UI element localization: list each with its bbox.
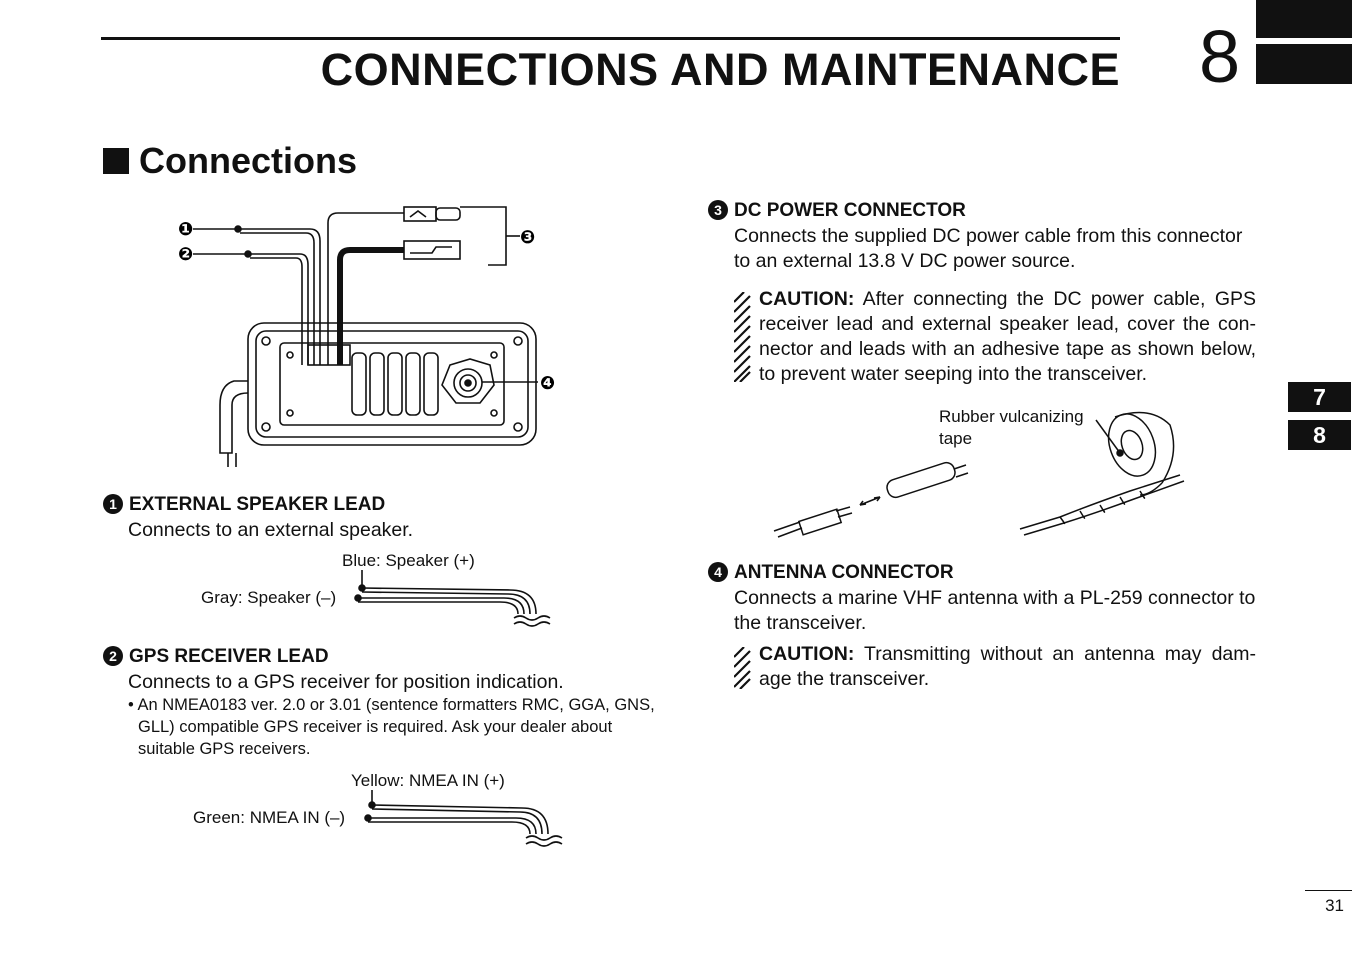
item2-number-icon: 2 <box>103 646 123 666</box>
item2-bullet: • An NMEA0183 ver. 2.0 or 3.01 (sentence… <box>128 696 655 758</box>
item4-caution-text: Transmitting without an antenna may dam-… <box>759 643 1256 690</box>
item2-heading-text: GPS RECEIVER LEAD <box>129 646 329 667</box>
caution-hatch-icon <box>734 647 751 689</box>
item4-heading-text: ANTENNA CONNECTOR <box>734 562 954 583</box>
item3-number-icon: 3 <box>708 200 728 220</box>
tape-label: Rubber vulcanizing tape <box>939 407 1084 448</box>
section-title: Connections <box>103 140 357 182</box>
side-tab-chapter-7: 7 <box>1288 382 1351 412</box>
header-tab-bar-bottom <box>1256 44 1352 84</box>
item4-text: Connects a marine VHF antenna with a PL-… <box>734 587 1256 634</box>
speaker-wire-diagram <box>354 570 551 627</box>
gps-green-label: Green: NMEA IN (–) <box>193 808 346 827</box>
item4-heading: 4 ANTENNA CONNECTOR <box>708 562 954 584</box>
section-title-text: Connections <box>139 140 358 181</box>
speaker-blue-label: Blue: Speaker (+) <box>342 551 475 570</box>
item3-heading-text: DC POWER CONNECTOR <box>734 200 966 221</box>
item3-heading: 3 DC POWER CONNECTOR <box>708 200 966 222</box>
item3-caution-text: After connecting the DC power cable, GPS… <box>759 288 1256 385</box>
item1-heading: 1 EXTERNAL SPEAKER LEAD <box>103 494 385 516</box>
page-number-rule <box>1305 890 1352 891</box>
item1-number-icon: 1 <box>103 494 123 514</box>
gps-yellow-label: Yellow: NMEA IN (+) <box>351 771 505 790</box>
item3-caution: CAUTION: After connecting the DC power c… <box>759 287 1256 387</box>
callout-2-icon: ❷ <box>178 244 193 265</box>
rear-panel-diagram: ❶ ❷ ❸ ❹ <box>178 206 555 467</box>
item1-heading-text: EXTERNAL SPEAKER LEAD <box>129 494 386 515</box>
callout-1-icon: ❶ <box>178 219 193 240</box>
item2-text: Connects to a GPS receiver for position … <box>128 671 564 693</box>
callout-4-icon: ❹ <box>540 373 555 394</box>
caution-hatch-icon <box>734 292 751 382</box>
gps-wire-diagram <box>364 790 563 847</box>
item4-number-icon: 4 <box>708 562 728 582</box>
item4-caution: CAUTION: Transmitting without an antenna… <box>759 642 1256 692</box>
speaker-gray-label: Gray: Speaker (–) <box>201 588 337 607</box>
item3-text: Connects the supplied DC power cable fro… <box>734 225 1243 272</box>
square-bullet-icon <box>103 148 129 174</box>
callout-3-icon: ❸ <box>520 227 535 248</box>
chapter-number: 8 <box>1199 15 1241 98</box>
header-tab-bar-top <box>1256 0 1352 38</box>
item2-heading: 2 GPS RECEIVER LEAD <box>103 646 329 668</box>
side-tab-chapter-8: 8 <box>1288 420 1351 450</box>
item3-caution-label: CAUTION: <box>759 288 855 310</box>
chapter-title: CONNECTIONS AND MAINTENANCE <box>320 44 1120 95</box>
page-number: 31 <box>1325 896 1344 915</box>
item4-caution-label: CAUTION: <box>759 643 855 665</box>
item1-text: Connects to an external speaker. <box>128 519 414 541</box>
header-rule <box>101 37 1120 40</box>
tape-wrapping-diagram <box>773 411 1185 538</box>
